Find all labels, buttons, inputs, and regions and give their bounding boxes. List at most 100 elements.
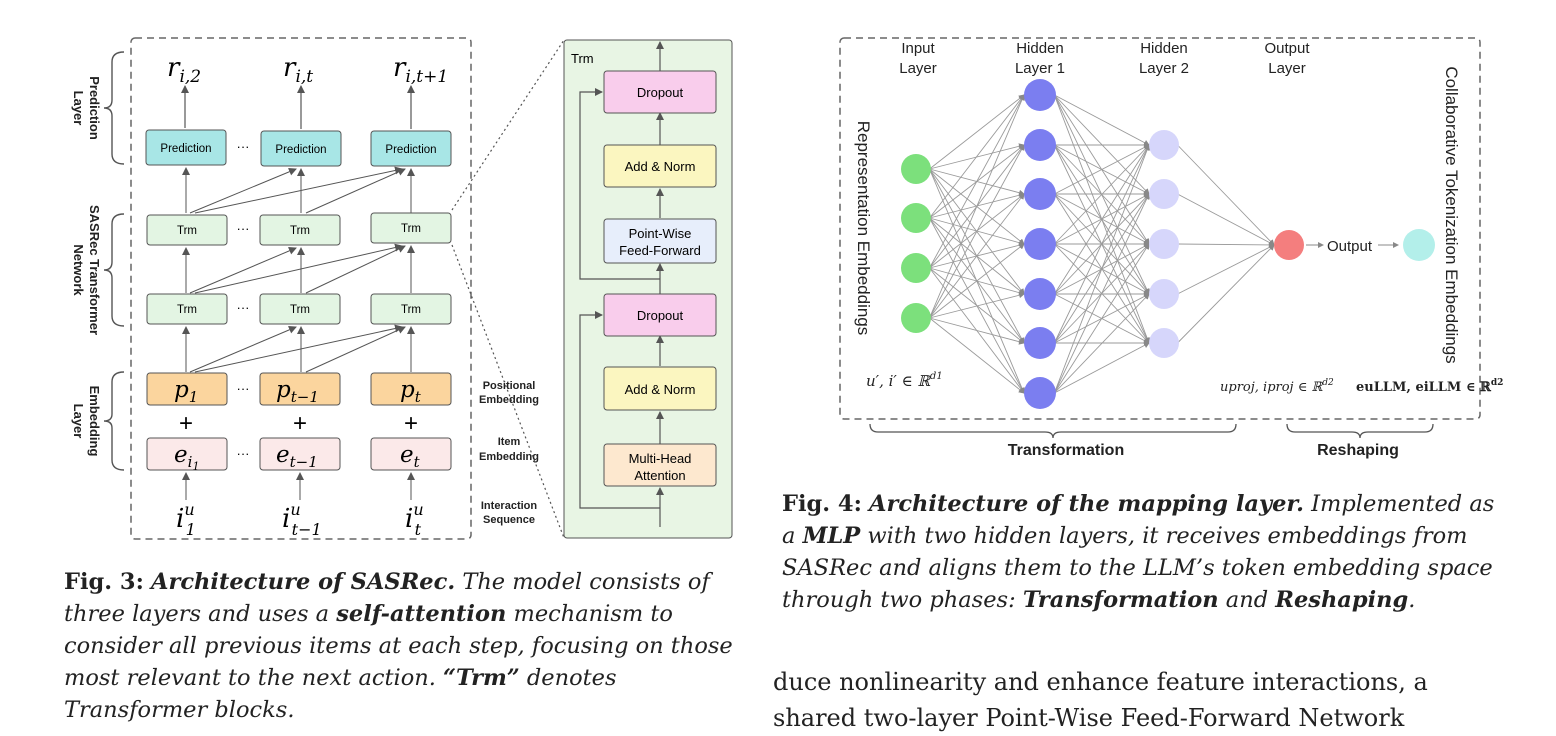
caption-fig4: Fig. 4: Architecture of the mapping laye… xyxy=(782,488,1507,616)
edge-hidden2-3-output-0 xyxy=(1177,244,1275,295)
fig3-prediction-row: Prediction Prediction Prediction ··· xyxy=(145,129,452,167)
node-input-0 xyxy=(901,154,931,184)
fig4-phase-brackets xyxy=(869,423,1434,439)
fig3-item-row: ei1 et−1 et ··· xyxy=(146,437,452,473)
node-hidden1-4 xyxy=(1024,278,1056,310)
ellipsis-prediction: ··· xyxy=(237,139,250,154)
title-hidden1-1: Hidden xyxy=(1016,40,1064,57)
phase-transformation: Transformation xyxy=(1008,442,1124,459)
trm-upper-label-2: Trm xyxy=(290,225,310,237)
prediction-label-1: Prediction xyxy=(160,143,211,155)
fig3-arrows-trm-to-trm xyxy=(182,243,415,294)
trm-mha-label-1: Multi-Head xyxy=(629,451,692,466)
fig3-zoom-lines xyxy=(451,39,565,539)
prediction-box-1 xyxy=(145,129,227,166)
edge-hidden1-3-hidden2-0 xyxy=(1054,144,1150,245)
body-text-line-2: shared two-layer Point-Wise Feed-Forward… xyxy=(773,704,1405,732)
body-text: duce nonlinearity and enhance feature in… xyxy=(773,664,1553,736)
side-item-2: Embedding xyxy=(479,451,539,463)
fig3-arrows-trm-to-pred xyxy=(182,166,415,214)
caption-fig3: Fig. 3: Architecture of SASRec. The mode… xyxy=(64,566,754,726)
positional-box-2 xyxy=(259,372,341,406)
edge-input-3-hidden1-3 xyxy=(929,243,1025,319)
positional-box-3 xyxy=(370,372,452,406)
node-hidden2-2 xyxy=(1149,229,1179,259)
positional-pt: pt xyxy=(400,377,422,406)
fig3-trm-row-lower: Trm Trm Trm ··· xyxy=(146,293,452,325)
node-hidden1-5 xyxy=(1024,327,1056,359)
node-hidden1-6 xyxy=(1024,377,1056,409)
trm-mha-label-2: Attention xyxy=(634,468,685,483)
prediction-label-2: Prediction xyxy=(275,144,326,156)
positional-p1: p1 xyxy=(174,377,198,406)
plus-3: + xyxy=(404,410,418,437)
trm-lower-label-3: Trm xyxy=(401,304,421,316)
phase-reshaping: Reshaping xyxy=(1317,442,1399,459)
fig3-positional-row: p1 pt−1 pt ··· xyxy=(146,372,452,406)
trm-lower-2 xyxy=(259,293,341,325)
node-hidden1-0 xyxy=(1024,79,1056,111)
caption-fig4-text4: . xyxy=(1408,587,1416,613)
fig3-side-labels: Positional Embedding Item Embedding Inte… xyxy=(479,380,539,526)
caption-fig3-text1: The model consists of three layers and u… xyxy=(64,569,710,627)
node-hidden1-3 xyxy=(1024,228,1056,260)
edge-hidden1-0-hidden2-0 xyxy=(1054,94,1150,146)
side-positional-2: Embedding xyxy=(479,394,539,406)
caption-fig3-text3: denotes Transformer blocks. xyxy=(64,665,617,723)
caption-fig4-text1: Implemented as a xyxy=(782,491,1495,549)
fig3-plus-row: + + + xyxy=(179,410,418,437)
trm-ffn-label-1: Point-Wise xyxy=(629,226,692,241)
positional-box-1 xyxy=(146,372,228,406)
trm-lower-label-2: Trm xyxy=(290,304,310,316)
trm-dropout-top-label: Dropout xyxy=(637,85,684,100)
caption-fig4-bold2: Transformation xyxy=(1022,587,1219,613)
edge-hidden1-0-hidden2-1 xyxy=(1054,94,1150,195)
edge-input-3-hidden1-4 xyxy=(929,292,1025,319)
edge-input-1-hidden1-0 xyxy=(929,94,1025,219)
node-hidden2-1 xyxy=(1149,179,1179,209)
caption-fig4-text2: with two hidden layers, it receives embe… xyxy=(782,523,1493,613)
side-positional-1: Positional xyxy=(483,380,536,392)
edge-hidden1-6-hidden2-3 xyxy=(1054,293,1150,394)
trm-addnorm-bottom xyxy=(603,366,717,411)
prediction-box-3 xyxy=(370,130,452,167)
final-embedding-node xyxy=(1403,229,1435,261)
label-embedding-line1: Embedding xyxy=(87,386,102,457)
item-et: et xyxy=(400,442,421,471)
math-proj-dim: uproj, iproj ∈ ℝd2 xyxy=(1220,378,1334,395)
edge-hidden2-1-output-0 xyxy=(1177,193,1275,246)
side-item-1: Item xyxy=(498,436,521,448)
prediction-label-3: Prediction xyxy=(385,144,436,156)
caption-fig4-bold3: Reshaping xyxy=(1275,587,1409,613)
ellipsis-trm-lower: ··· xyxy=(237,300,250,315)
bracket-reshaping xyxy=(1286,423,1434,439)
trm-lower-1 xyxy=(146,293,228,325)
trm-mha xyxy=(603,443,717,487)
positional-pt-1: pt−1 xyxy=(276,377,319,406)
trm-addnorm-top xyxy=(603,144,717,188)
vertical-representation-embeddings: Representation Embeddings xyxy=(854,121,873,336)
label-prediction-line2: Layer xyxy=(71,91,86,126)
caption-fig3-bold1: self-attention xyxy=(336,601,507,627)
fig4-outer-dashed-frame xyxy=(839,37,1481,420)
plus-1: + xyxy=(179,410,193,437)
output-r-t: ri,t xyxy=(283,53,313,87)
node-input-1 xyxy=(901,203,931,233)
edge-hidden1-6-hidden2-2 xyxy=(1054,243,1150,394)
caption-fig3-text2: mechanism to consider all previous items… xyxy=(64,601,733,691)
fig3-arrows-emb-to-trm xyxy=(182,324,415,373)
vertical-collaborative-embeddings: Collaborative Tokenization Embeddings xyxy=(1442,66,1461,363)
trm-dropout-top xyxy=(603,70,717,114)
edge-input-0-hidden1-0 xyxy=(929,94,1025,170)
edge-input-3-hidden1-5 xyxy=(929,317,1025,345)
bracket-sasrec xyxy=(103,213,125,327)
item-box-1 xyxy=(146,437,228,471)
output-r-t1: ri,t+1 xyxy=(393,53,448,87)
caption-fig4-title: Architecture of the mapping layer. xyxy=(869,491,1305,517)
edge-hidden2-4-output-0 xyxy=(1177,244,1275,344)
edge-hidden1-5-hidden2-0 xyxy=(1053,144,1150,344)
